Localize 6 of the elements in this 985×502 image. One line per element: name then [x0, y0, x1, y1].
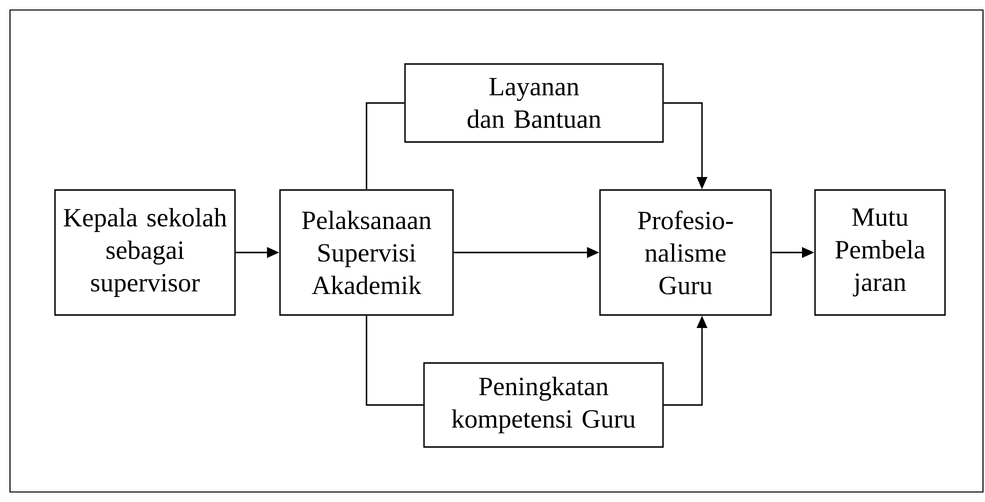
process-box: Profesio- nalisme Guru — [599, 189, 772, 316]
process-box: Mutu Pembela jaran — [814, 189, 946, 316]
process-box: Pelaksanaan Supervisi Akademik — [279, 189, 454, 316]
process-box: Layanan dan Bantuan — [404, 63, 664, 143]
process-box: Peningkatan kompetensi Guru — [423, 362, 664, 448]
process-box: Kepala sekolah sebagai supervisor — [54, 189, 236, 316]
